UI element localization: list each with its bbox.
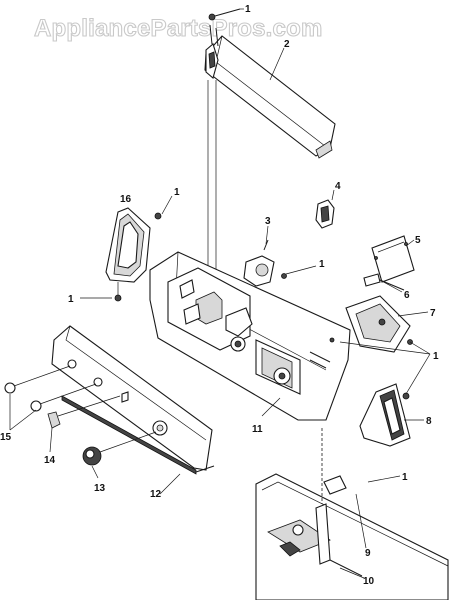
part-connector <box>363 273 405 291</box>
callout-10: 10 <box>363 576 375 587</box>
callout-2: 2 <box>284 39 290 50</box>
part-control-board <box>329 295 413 400</box>
part-control-console <box>149 251 351 421</box>
callout-1-bottom: 1 <box>402 472 408 483</box>
callout-11: 11 <box>252 424 263 435</box>
watermark-text: AppliancePartsPros.com <box>34 15 323 42</box>
callout-8: 8 <box>426 416 432 427</box>
callout-4: 4 <box>335 181 341 192</box>
callout-numbers: 1 2 16 1 4 3 1 5 1 6 7 1 8 11 15 14 13 1… <box>0 4 439 587</box>
callout-leaders <box>9 8 431 579</box>
callout-14: 14 <box>44 455 56 466</box>
callout-6: 6 <box>404 290 410 301</box>
part-bracket <box>243 239 287 287</box>
callout-3: 3 <box>265 216 271 227</box>
callout-13: 13 <box>94 483 106 494</box>
part-switch <box>47 395 121 429</box>
part-cabinet-base <box>255 428 449 600</box>
part-right-end-cap <box>359 383 411 447</box>
part-left-end-cap <box>105 207 162 302</box>
screw-top <box>208 8 241 21</box>
callout-15: 15 <box>0 432 12 443</box>
callout-1-left-cap: 1 <box>174 187 180 198</box>
part-timer-knob <box>82 431 157 466</box>
callout-12: 12 <box>150 489 162 500</box>
callout-1-left: 1 <box>68 294 74 305</box>
part-knob-pair <box>4 365 97 412</box>
callout-1-bracket: 1 <box>319 259 325 270</box>
callout-9: 9 <box>365 548 371 559</box>
callout-1-top: 1 <box>245 4 251 15</box>
callout-16: 16 <box>120 194 132 205</box>
callout-5: 5 <box>415 235 421 246</box>
callout-7: 7 <box>430 308 436 319</box>
callout-1-right: 1 <box>433 351 439 362</box>
part-top-cover <box>204 24 336 159</box>
part-clip <box>315 199 335 229</box>
part-front-panel <box>51 325 215 475</box>
part-cover-plate <box>371 235 415 283</box>
